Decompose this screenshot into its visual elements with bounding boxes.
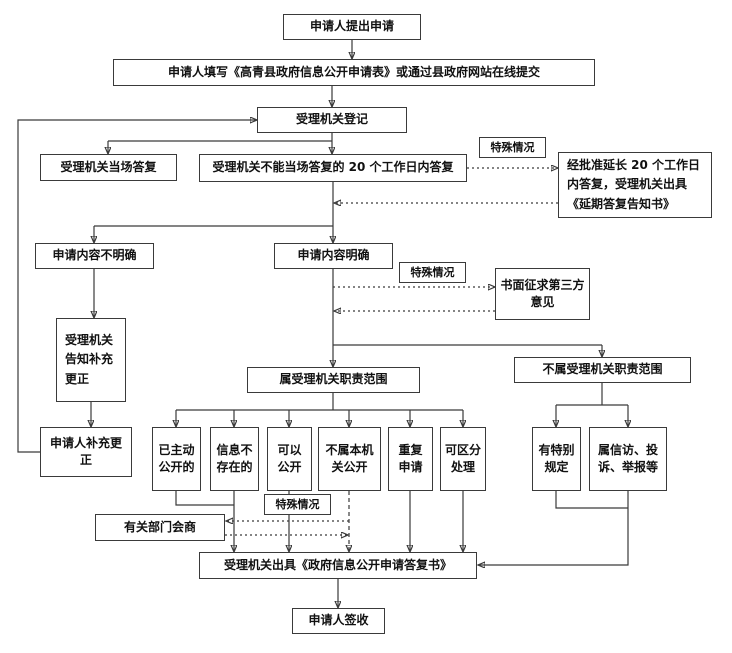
node-extension: 经批准延长 20 个工作日内答复，受理机关出具《延期答复告知书》 xyxy=(558,152,712,218)
node-fill-form: 申请人填写《高青县政府信息公开申请表》或通过县政府网站在线提交 xyxy=(113,59,595,86)
node-special-case-2: 特殊情况 xyxy=(399,262,466,283)
node-onsite-reply: 受理机关当场答复 xyxy=(40,154,177,181)
node-partial: 可区分处理 xyxy=(440,427,486,491)
node-sign: 申请人签收 xyxy=(292,608,385,634)
node-out-of-scope: 不属受理机关职责范围 xyxy=(514,357,691,383)
node-unclear: 申请内容不明确 xyxy=(35,243,154,269)
node-special-rules: 有特别规定 xyxy=(532,427,581,491)
node-notify-supplement: 受理机关告知补充更正 xyxy=(56,318,126,402)
node-in-scope: 属受理机关职责范围 xyxy=(247,367,420,393)
node-register: 受理机关登记 xyxy=(257,107,407,133)
node-applicant-supplement: 申请人补充更正 xyxy=(40,427,132,477)
node-reply-doc: 受理机关出具《政府信息公开申请答复书》 xyxy=(199,552,477,579)
node-special-case-1: 特殊情况 xyxy=(479,137,546,158)
node-already-public: 已主动公开的 xyxy=(152,427,201,491)
node-clear: 申请内容明确 xyxy=(274,243,393,269)
solid-connectors xyxy=(17,40,628,608)
node-submit: 申请人提出申请 xyxy=(283,14,421,40)
node-third-party: 书面征求第三方意见 xyxy=(495,268,590,320)
node-duplicate: 重复申请 xyxy=(388,427,433,491)
node-special-case-3: 特殊情况 xyxy=(264,494,331,515)
node-consultation: 有关部门会商 xyxy=(95,514,225,541)
node-petition: 属信访、投诉、举报等 xyxy=(589,427,667,491)
node-reply-20days: 受理机关不能当场答复的 20 个工作日内答复 xyxy=(199,154,467,182)
dotted-connectors xyxy=(225,168,558,552)
node-other-agency: 不属本机关公开 xyxy=(318,427,381,491)
node-not-exist: 信息不存在的 xyxy=(210,427,259,491)
node-can-public: 可以公开 xyxy=(267,427,312,491)
